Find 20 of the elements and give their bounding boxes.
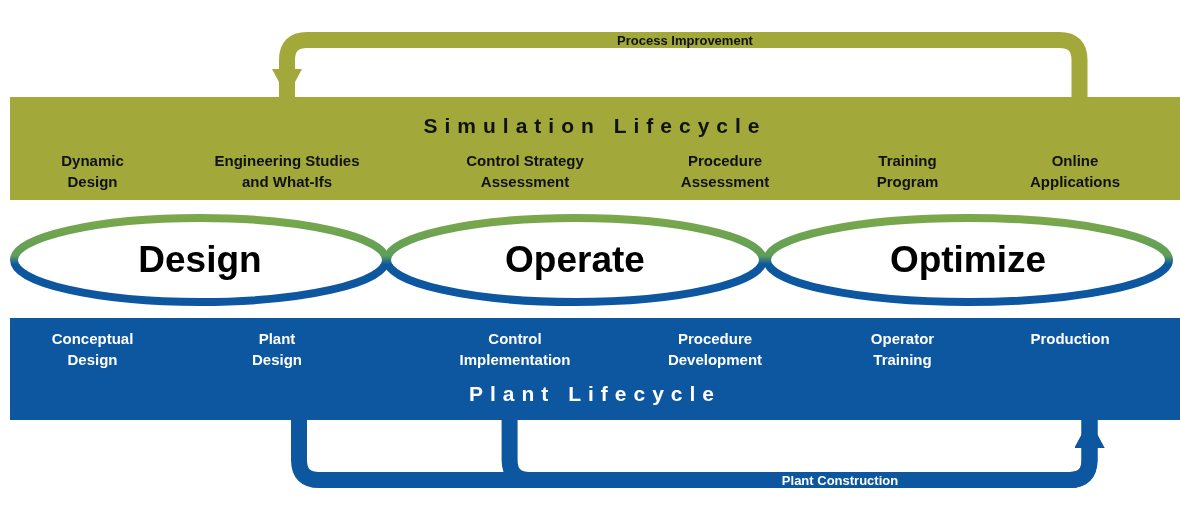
stage-label: Procedure Development <box>666 329 764 370</box>
stage-label: Procedure Assessment <box>679 151 771 192</box>
phase-name: Operate <box>505 239 645 281</box>
phase-name: Optimize <box>889 239 1047 281</box>
stage-label: Production <box>1030 329 1110 349</box>
stage-label: Conceptual Design <box>50 329 135 370</box>
stage-label: Control Implementation <box>458 329 572 370</box>
stage-label: Training Program <box>875 151 940 192</box>
phase-name: Design <box>138 239 262 281</box>
lifecycle-band <box>10 97 1180 200</box>
stage-label: Online Applications <box>1029 151 1121 192</box>
stage-label: Operator Training <box>869 329 936 370</box>
band-title: Simulation Lifecycle <box>423 114 767 137</box>
lifecycle-band <box>10 318 1180 420</box>
stage-label: Engineering Studies and What-Ifs <box>213 151 361 192</box>
band-title: Plant Lifecycle <box>468 382 722 405</box>
stage-label: Dynamic Design <box>60 151 125 192</box>
stage-label: Control Strategy Assessment <box>465 151 585 192</box>
stage-label: Plant Design <box>251 329 303 370</box>
flow-arrow <box>272 32 1088 97</box>
